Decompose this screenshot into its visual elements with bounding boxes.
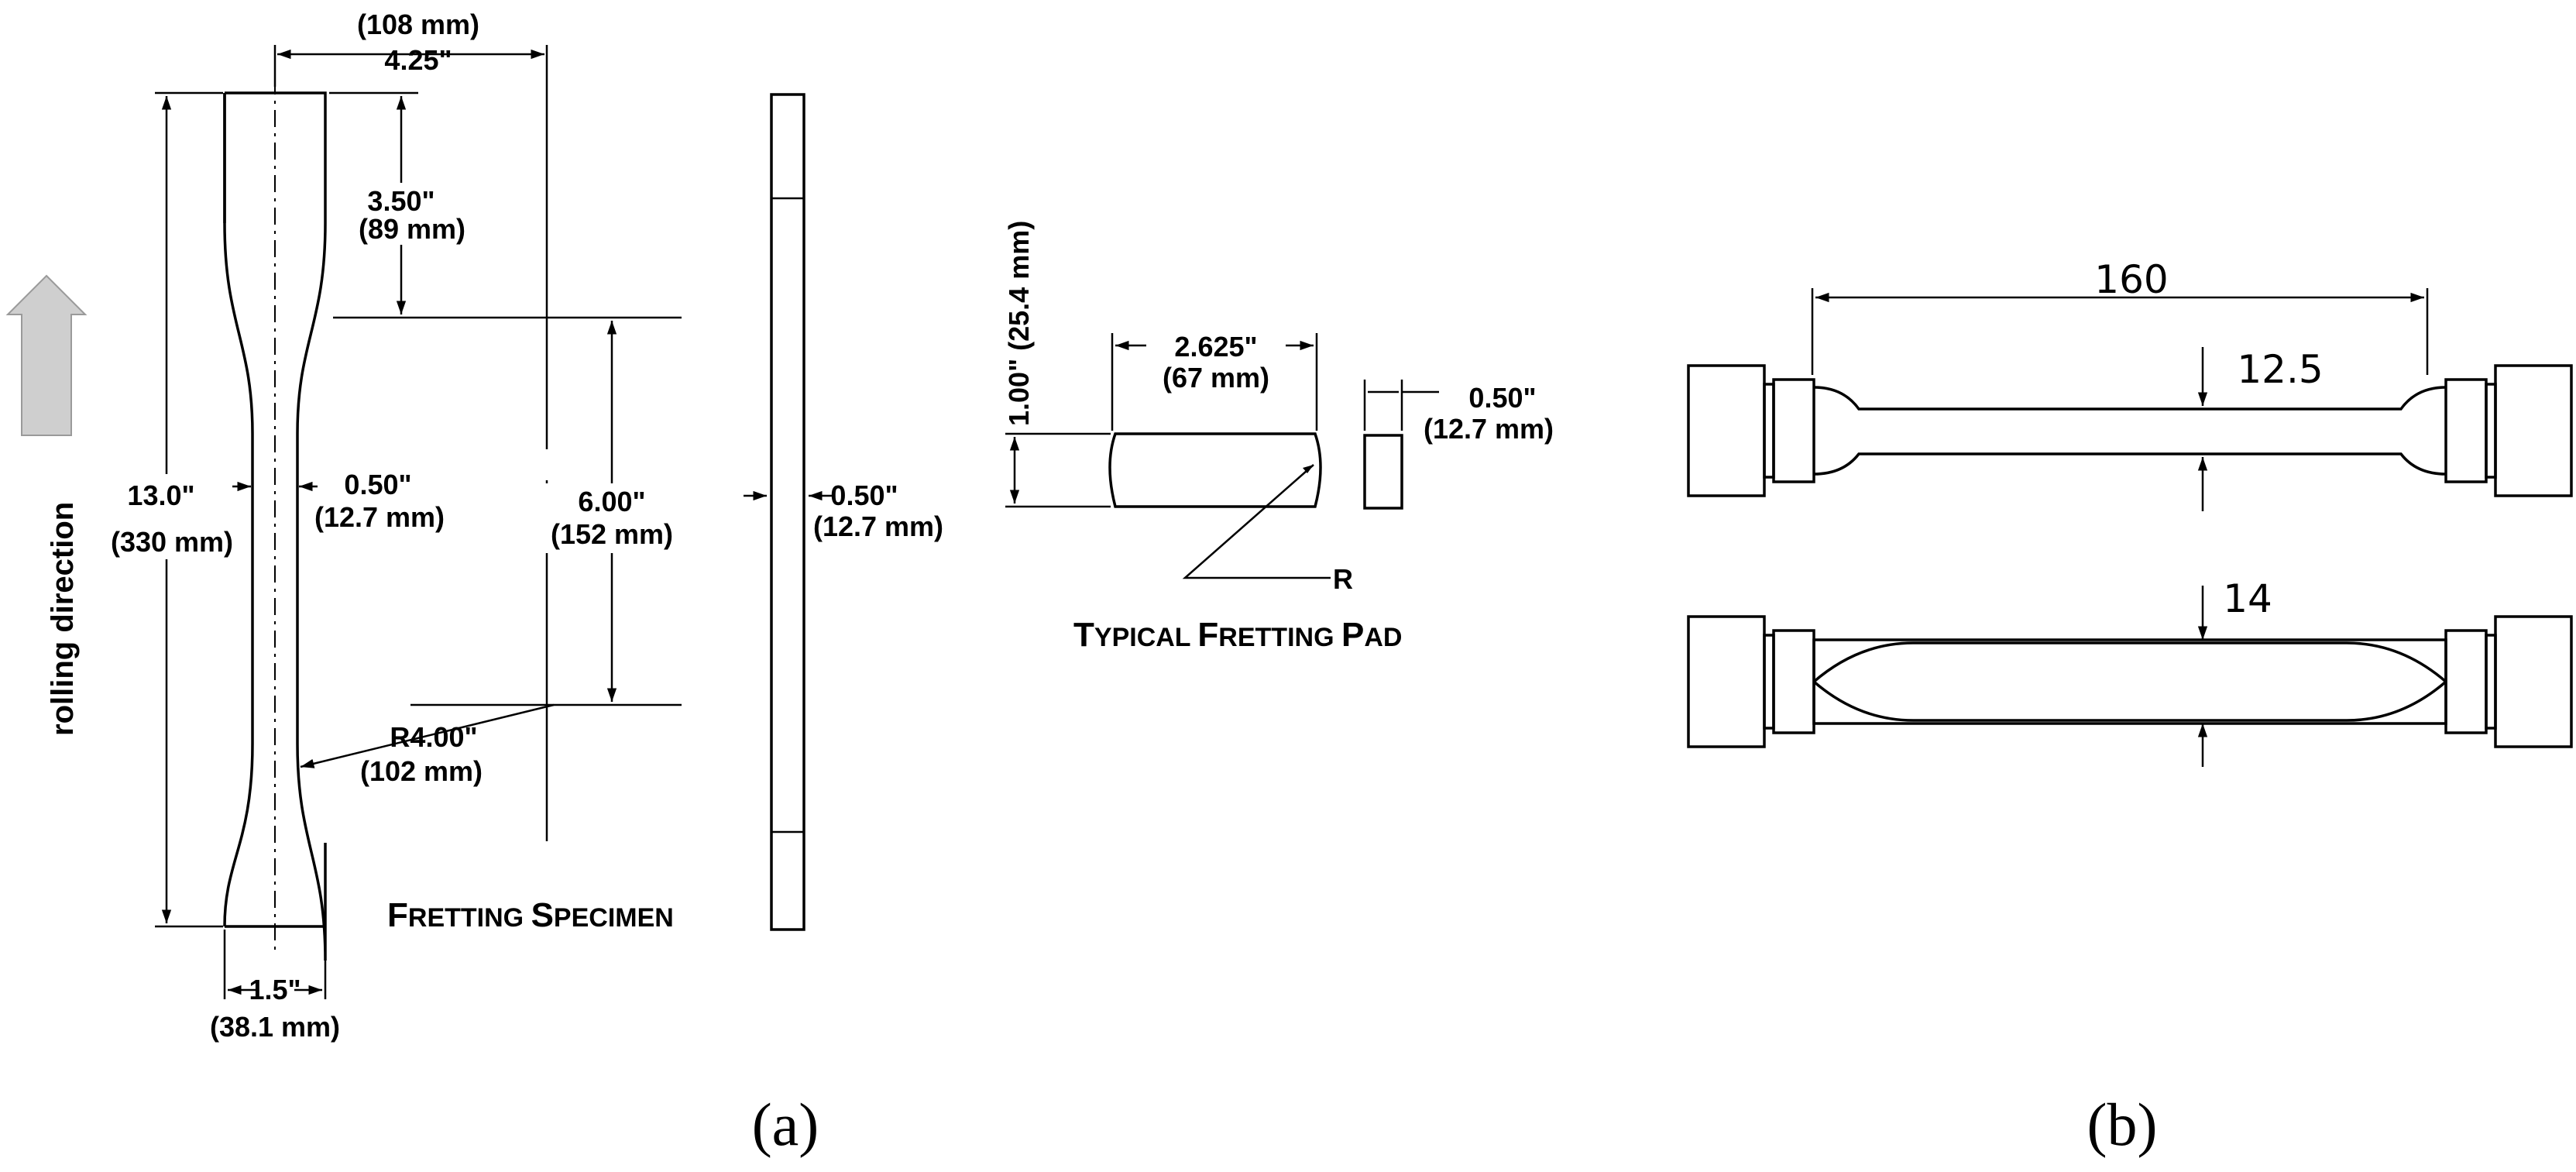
dim-top-width-mm: (108 mm) [357,9,479,40]
dim-overall-length-in: 13.0" [127,479,194,511]
rolling-direction-arrow [5,274,88,436]
dim-top-width-in: 4.25" [384,44,452,76]
dim-b-width-bottom-label: 14 [2223,576,2272,621]
dim-base-width-in: 1.5" [249,974,301,1005]
dim-gauge-length-mm: (152 mm) [551,518,673,550]
dim-gauge-width-mm: (12.7 mm) [314,501,445,533]
pad-radius-label: R [1333,563,1353,595]
dim-b-length-label: 160 [2094,257,2168,302]
specimen-front-view [223,77,327,961]
dim-radius-in: R4.00" [390,721,477,753]
dim-gauge-width-in: 0.50" [344,469,411,500]
dim-gauge-length-in: 6.00" [578,486,645,517]
rolling-direction-label: rolling direction [46,502,80,736]
dim-pad-length-mm: (67 mm) [1163,362,1269,394]
dim-top-width [273,45,548,449]
dim-b-length [1811,288,2429,375]
specimen-side-view [744,93,832,931]
dim-b-width-top-label: 12.5 [2237,347,2323,392]
specimen-b-bottom [1687,586,2573,767]
dim-grip-length-in: 3.50" [367,185,434,217]
dim-radius-mm: (102 mm) [360,755,483,787]
dim-base-width-mm: (38.1 mm) [210,1011,340,1043]
panel-label-a: (a) [752,1091,819,1158]
pad-caption: TYPICAL FRETTING PAD [1073,616,1402,654]
dim-pad-height: 1.00" (25.4 mm) [1003,221,1035,426]
fretting-pad-side [1363,380,1439,510]
radius-leader [300,703,555,768]
dim-side-thickness-mm: (12.7 mm) [813,510,943,542]
dim-pad-length-in: 2.625" [1174,331,1257,363]
specimen-caption: FRETTING SPECIMEN [387,896,674,934]
specimen-b-top [1687,347,2573,511]
dim-pad-thickness-in: 0.50" [1468,382,1536,414]
panel-label-b: (b) [2087,1091,2158,1158]
dim-grip-length-mm: (89 mm) [359,213,465,245]
dim-pad-thickness-mm: (12.7 mm) [1424,413,1554,445]
pad-radius-leader [1182,464,1331,579]
dim-side-thickness-in: 0.50" [830,479,898,511]
dim-overall-length-mm: (330 mm) [111,526,233,558]
dim-base-width [223,930,327,999]
